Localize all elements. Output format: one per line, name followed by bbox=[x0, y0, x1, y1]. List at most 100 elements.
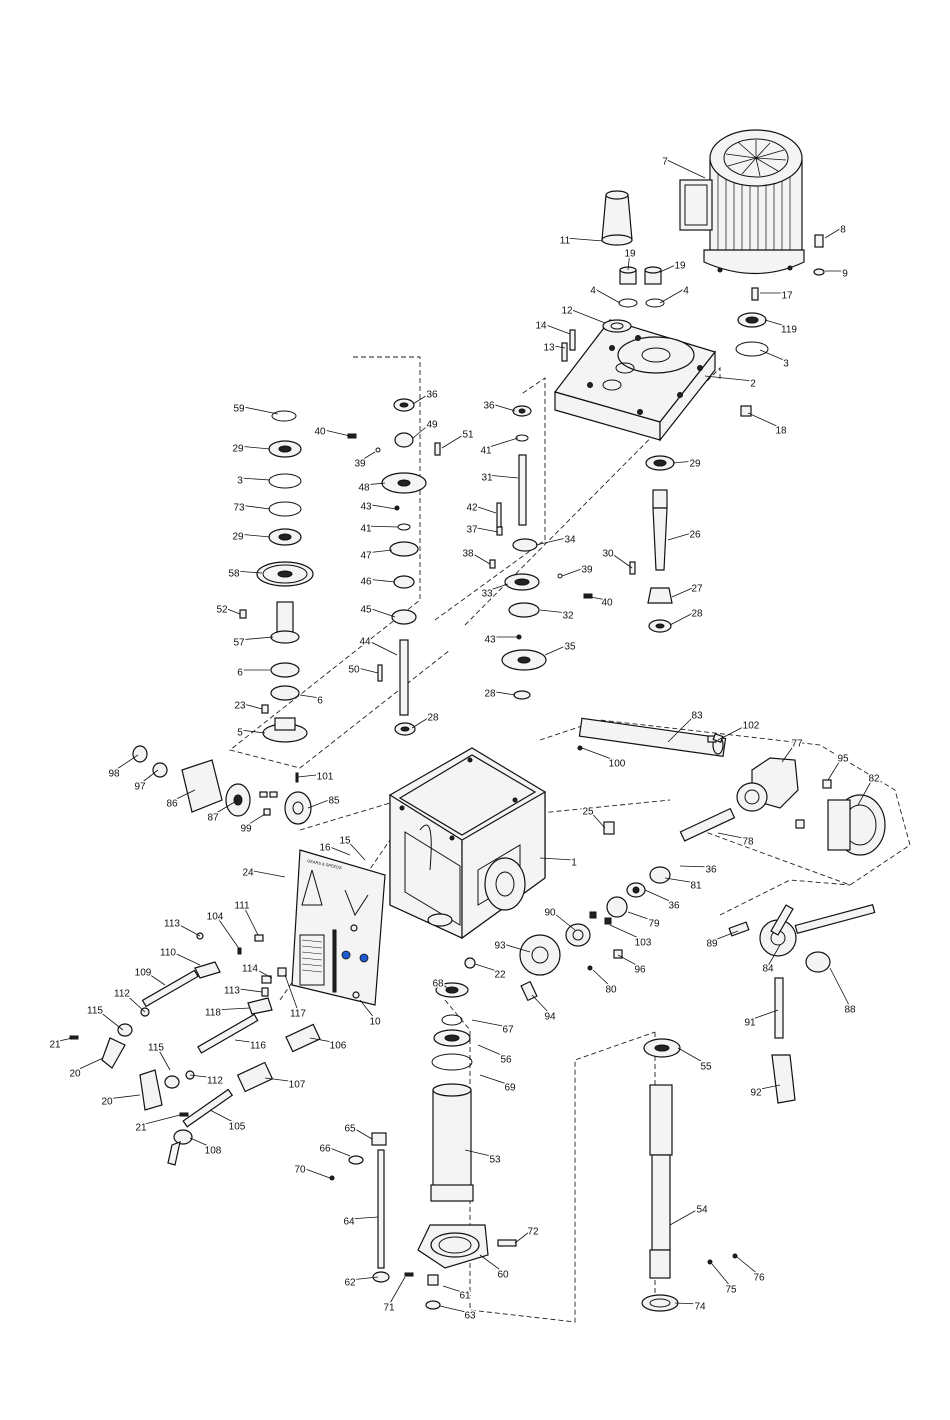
callout-number-79: 79 bbox=[648, 919, 660, 930]
callout-leader-118 bbox=[212, 1007, 251, 1011]
callout-leader-103 bbox=[609, 924, 644, 941]
callout-leader-7 bbox=[664, 158, 706, 179]
callout-leader-54 bbox=[669, 1206, 703, 1226]
callout-number-58: 58 bbox=[228, 569, 240, 580]
callout-number-37: 37 bbox=[466, 525, 478, 536]
callout-leader-102 bbox=[717, 722, 752, 741]
callout-number-117: 117 bbox=[290, 1009, 306, 1020]
callout-leader-81 bbox=[664, 877, 697, 884]
callout-leader-58 bbox=[233, 570, 263, 574]
callout-number-14: 14 bbox=[535, 321, 547, 332]
callout-leader-20 bbox=[106, 1094, 141, 1100]
callout-number-90: 90 bbox=[544, 908, 556, 919]
callout-leader-108 bbox=[189, 1137, 214, 1149]
callout-leader-90 bbox=[549, 909, 576, 931]
callout-leader-21 bbox=[54, 1037, 73, 1043]
callout-leader-98 bbox=[113, 754, 139, 772]
callout-leader-95 bbox=[827, 755, 844, 781]
callout-number-116: 116 bbox=[250, 1041, 266, 1052]
callout-number-29: 29 bbox=[232, 444, 244, 455]
callout-number-94: 94 bbox=[544, 1012, 556, 1023]
callout-leader-96 bbox=[617, 954, 641, 968]
callout-leader-66 bbox=[324, 1145, 351, 1157]
callout-leader-40 bbox=[584, 595, 608, 601]
callout-number-42: 42 bbox=[466, 503, 478, 514]
callout-leader-78 bbox=[717, 832, 749, 840]
callout-number-6: 6 bbox=[237, 668, 243, 679]
callout-leader-57 bbox=[238, 636, 274, 641]
callout-leader-93 bbox=[499, 942, 531, 953]
callout-number-52: 52 bbox=[216, 605, 228, 616]
callout-leader-6 bbox=[299, 694, 321, 699]
callout-leader-60 bbox=[479, 1254, 504, 1273]
callout-number-82: 82 bbox=[868, 774, 880, 785]
motor bbox=[679, 129, 805, 275]
callout-leader-110 bbox=[167, 949, 201, 966]
callout-leader-44 bbox=[364, 638, 398, 656]
callout-number-38: 38 bbox=[462, 549, 474, 560]
callout-leader-88 bbox=[829, 967, 851, 1008]
callout-number-100: 100 bbox=[609, 759, 626, 770]
callout-number-68: 68 bbox=[432, 979, 444, 990]
callout-leader-79 bbox=[627, 911, 655, 922]
callout-number-71: 71 bbox=[383, 1303, 395, 1314]
callout-leader-3 bbox=[239, 477, 271, 481]
callout-leader-101 bbox=[297, 773, 326, 778]
callout-leader-113 bbox=[231, 987, 263, 993]
callout-number-62: 62 bbox=[344, 1278, 356, 1289]
callout-number-57: 57 bbox=[233, 638, 245, 649]
callout-leader-23 bbox=[239, 702, 263, 710]
callout-number-23: 23 bbox=[234, 701, 246, 712]
callout-leader-16 bbox=[324, 844, 351, 856]
callout-leader-4 bbox=[659, 287, 687, 304]
callout-leader-50 bbox=[353, 666, 379, 674]
callout-leader-13 bbox=[548, 344, 566, 349]
callout-leader-67 bbox=[471, 1019, 509, 1028]
callout-leader-97 bbox=[139, 769, 159, 785]
callout-leader-2 bbox=[704, 375, 754, 382]
callout-number-113: 113 bbox=[164, 919, 180, 930]
callout-leader-64 bbox=[348, 1216, 379, 1220]
callout-leader-100 bbox=[581, 747, 618, 762]
callout-number-101: 101 bbox=[317, 772, 334, 783]
callout-leader-59 bbox=[238, 405, 279, 415]
callout-number-105: 105 bbox=[229, 1122, 246, 1133]
spindle bbox=[641, 1038, 738, 1312]
callout-leader-36 bbox=[679, 865, 712, 868]
callout-leader-26 bbox=[667, 531, 696, 541]
top-plate bbox=[553, 319, 717, 442]
callout-leader-63 bbox=[439, 1305, 471, 1314]
left-gear-stack bbox=[239, 410, 314, 743]
callout-number-83: 83 bbox=[691, 711, 703, 722]
callout-number-29: 29 bbox=[232, 532, 244, 543]
callout-number-36: 36 bbox=[483, 401, 495, 412]
callout-number-75: 75 bbox=[725, 1285, 737, 1296]
callout-leader-36 bbox=[488, 402, 516, 412]
callout-number-11: 11 bbox=[560, 236, 571, 247]
callout-leader-14 bbox=[540, 322, 571, 335]
callout-leader-75 bbox=[711, 1263, 732, 1288]
callout-number-53: 53 bbox=[489, 1155, 501, 1166]
callout-leader-114 bbox=[249, 965, 273, 979]
callout-number-96: 96 bbox=[634, 965, 646, 976]
callout-leader-56 bbox=[477, 1044, 507, 1058]
callout-leader-3 bbox=[759, 349, 787, 362]
callout-number-88: 88 bbox=[844, 1005, 856, 1016]
callout-number-77: 77 bbox=[791, 739, 803, 750]
callout-number-118: 118 bbox=[205, 1008, 221, 1019]
callout-leader-19 bbox=[659, 262, 681, 273]
callout-number-63: 63 bbox=[464, 1311, 476, 1322]
callout-number-30: 30 bbox=[602, 549, 614, 560]
callout-leader-115 bbox=[94, 1007, 124, 1031]
callout-number-22: 22 bbox=[494, 970, 506, 981]
callout-number-91: 91 bbox=[744, 1018, 756, 1029]
callout-leader-62 bbox=[349, 1276, 379, 1281]
callout-leader-20 bbox=[74, 1057, 104, 1072]
feed-assembly bbox=[519, 717, 886, 1104]
callout-leader-40 bbox=[319, 428, 351, 437]
callout-number-89: 89 bbox=[706, 939, 718, 950]
callout-number-109: 109 bbox=[135, 968, 152, 979]
callout-leader-112 bbox=[189, 1074, 216, 1079]
